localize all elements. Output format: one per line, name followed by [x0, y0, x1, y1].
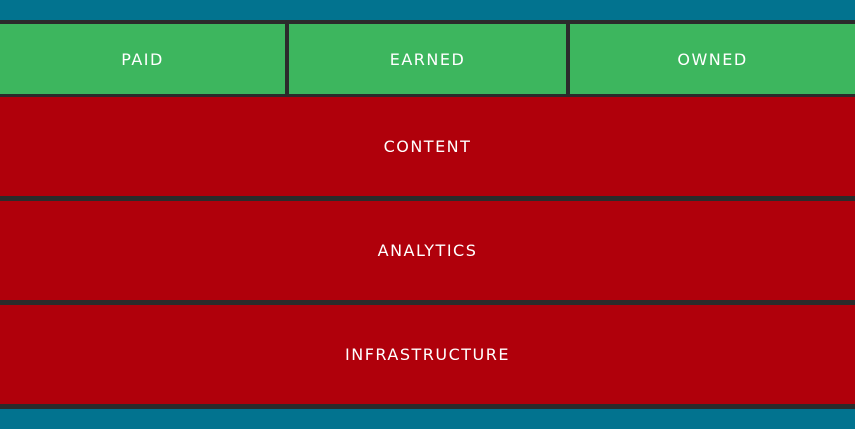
- earned-block: EARNED: [289, 24, 566, 94]
- infrastructure-label: INFRASTRUCTURE: [345, 345, 510, 364]
- analytics-label: ANALYTICS: [377, 241, 478, 260]
- media-types-row: PAID EARNED OWNED: [0, 24, 855, 94]
- paid-label: PAID: [121, 49, 164, 69]
- content-layer: CONTENT: [0, 97, 855, 196]
- owned-label: OWNED: [677, 49, 748, 69]
- owned-block: OWNED: [570, 24, 855, 94]
- analytics-layer: ANALYTICS: [0, 201, 855, 300]
- content-label: CONTENT: [383, 137, 472, 156]
- paid-block: PAID: [0, 24, 285, 94]
- infrastructure-layer: INFRASTRUCTURE: [0, 305, 855, 404]
- stack-diagram: PAID EARNED OWNED CONTENT ANALYTICS INFR…: [0, 20, 855, 409]
- earned-label: EARNED: [389, 49, 466, 69]
